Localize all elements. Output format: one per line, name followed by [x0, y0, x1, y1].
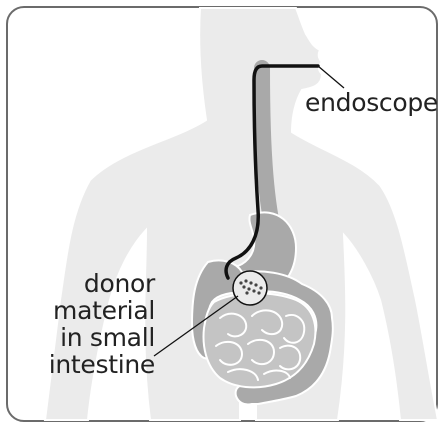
donor-label-line-2: material [0, 297, 155, 324]
donor-label-line-3: in small [0, 324, 155, 351]
donor-label-line-4: intestine [0, 351, 155, 378]
endoscope-label: endoscope [305, 89, 438, 116]
donor-label-line-1: donor [0, 270, 155, 297]
donor-material-label: donor material in small intestine [0, 270, 155, 378]
